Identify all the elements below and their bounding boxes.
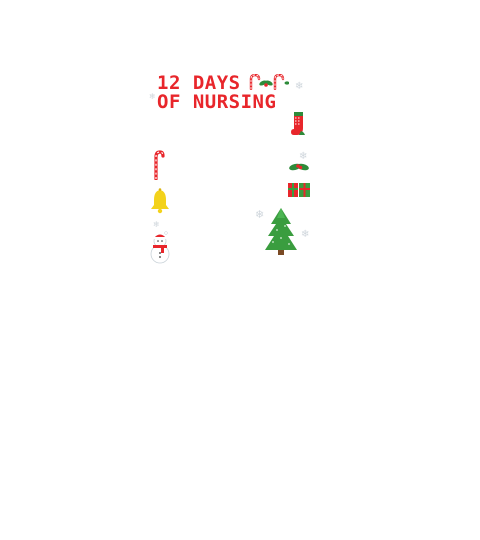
snowflake-icon: ❄ — [255, 208, 265, 221]
snowflake-icon: ❄ — [301, 229, 310, 240]
poster-title: 12 DAYS OF NURSING — [157, 74, 276, 112]
holly-icon — [289, 163, 309, 171]
candy-cane-holly-icon — [249, 74, 289, 90]
title-line-2: OF NURSING — [157, 91, 277, 113]
snowflake-icon: ❄ — [299, 151, 308, 162]
christmas-tree-icon — [265, 208, 297, 255]
title-line-1: 12 DAYS — [157, 72, 241, 94]
bell-icon — [151, 188, 169, 214]
snowflake-icon: ❄ — [295, 81, 304, 92]
poster: 12 DAYS OF NURSING — [147, 66, 313, 269]
snowman-icon — [150, 231, 170, 264]
gift-icon — [288, 183, 310, 197]
candy-cane-icon — [154, 150, 165, 180]
stocking-icon — [291, 112, 305, 135]
snowflake-icon: ❄ — [153, 220, 160, 229]
snowflake-icon: ❄ — [149, 92, 156, 101]
